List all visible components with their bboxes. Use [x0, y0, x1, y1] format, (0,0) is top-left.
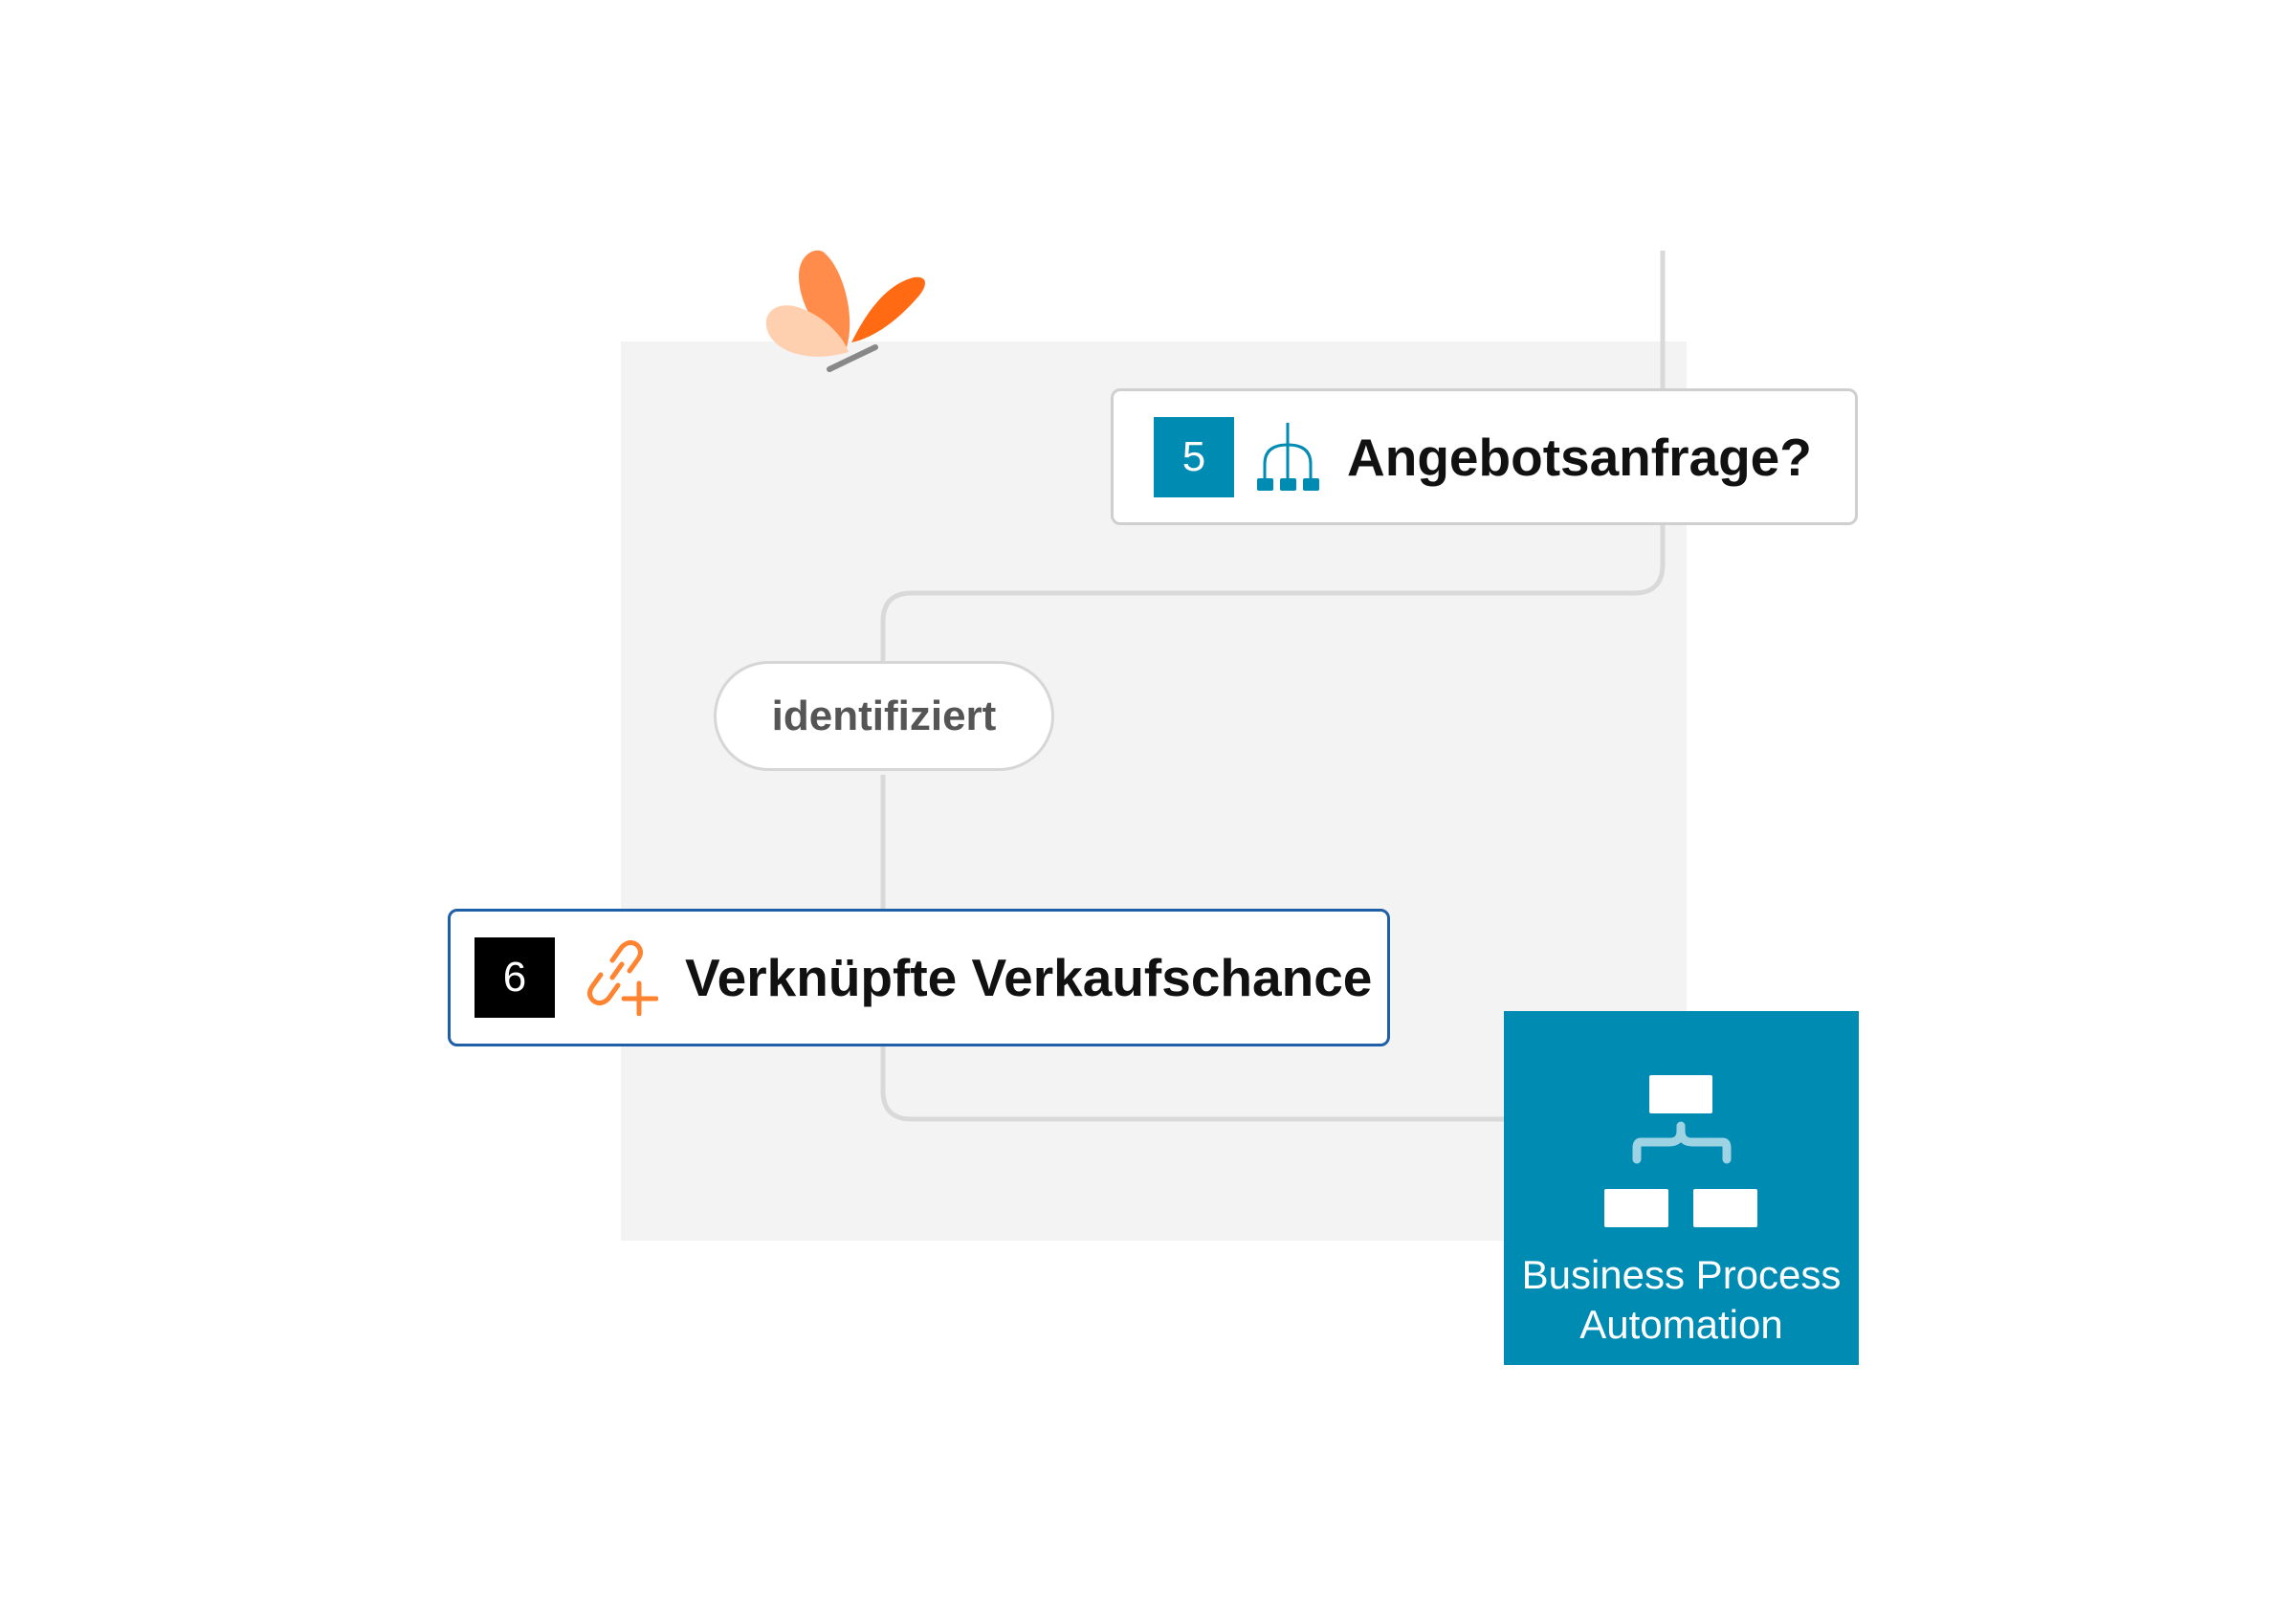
- process-step-6[interactable]: 6 Verknüpfte Verkaufschance: [448, 909, 1390, 1046]
- step-number-badge: 6: [475, 937, 555, 1018]
- org-chart-icon: [1604, 1073, 1759, 1241]
- process-step-5[interactable]: 5 Angebotsanfrage?: [1111, 388, 1858, 525]
- branch-condition-icon: [1255, 421, 1320, 494]
- butterfly-logo-icon: [761, 247, 933, 381]
- connector-label: identifiziert: [714, 661, 1054, 771]
- link-add-icon: [584, 939, 658, 1016]
- step-label: Verknüpfte Verkaufschance: [685, 948, 1373, 1007]
- tile-label-line1: Business Process: [1521, 1252, 1842, 1297]
- step-label: Angebotsanfrage?: [1347, 427, 1812, 487]
- tile-label-line2: Automation: [1579, 1302, 1783, 1347]
- connector-bottom: [880, 1046, 1512, 1122]
- business-process-automation-tile[interactable]: Business Process Automation: [1504, 1011, 1859, 1365]
- step-number-badge: 5: [1154, 416, 1234, 497]
- tile-label: Business Process Automation: [1504, 1250, 1859, 1350]
- connector-top: [880, 251, 1666, 670]
